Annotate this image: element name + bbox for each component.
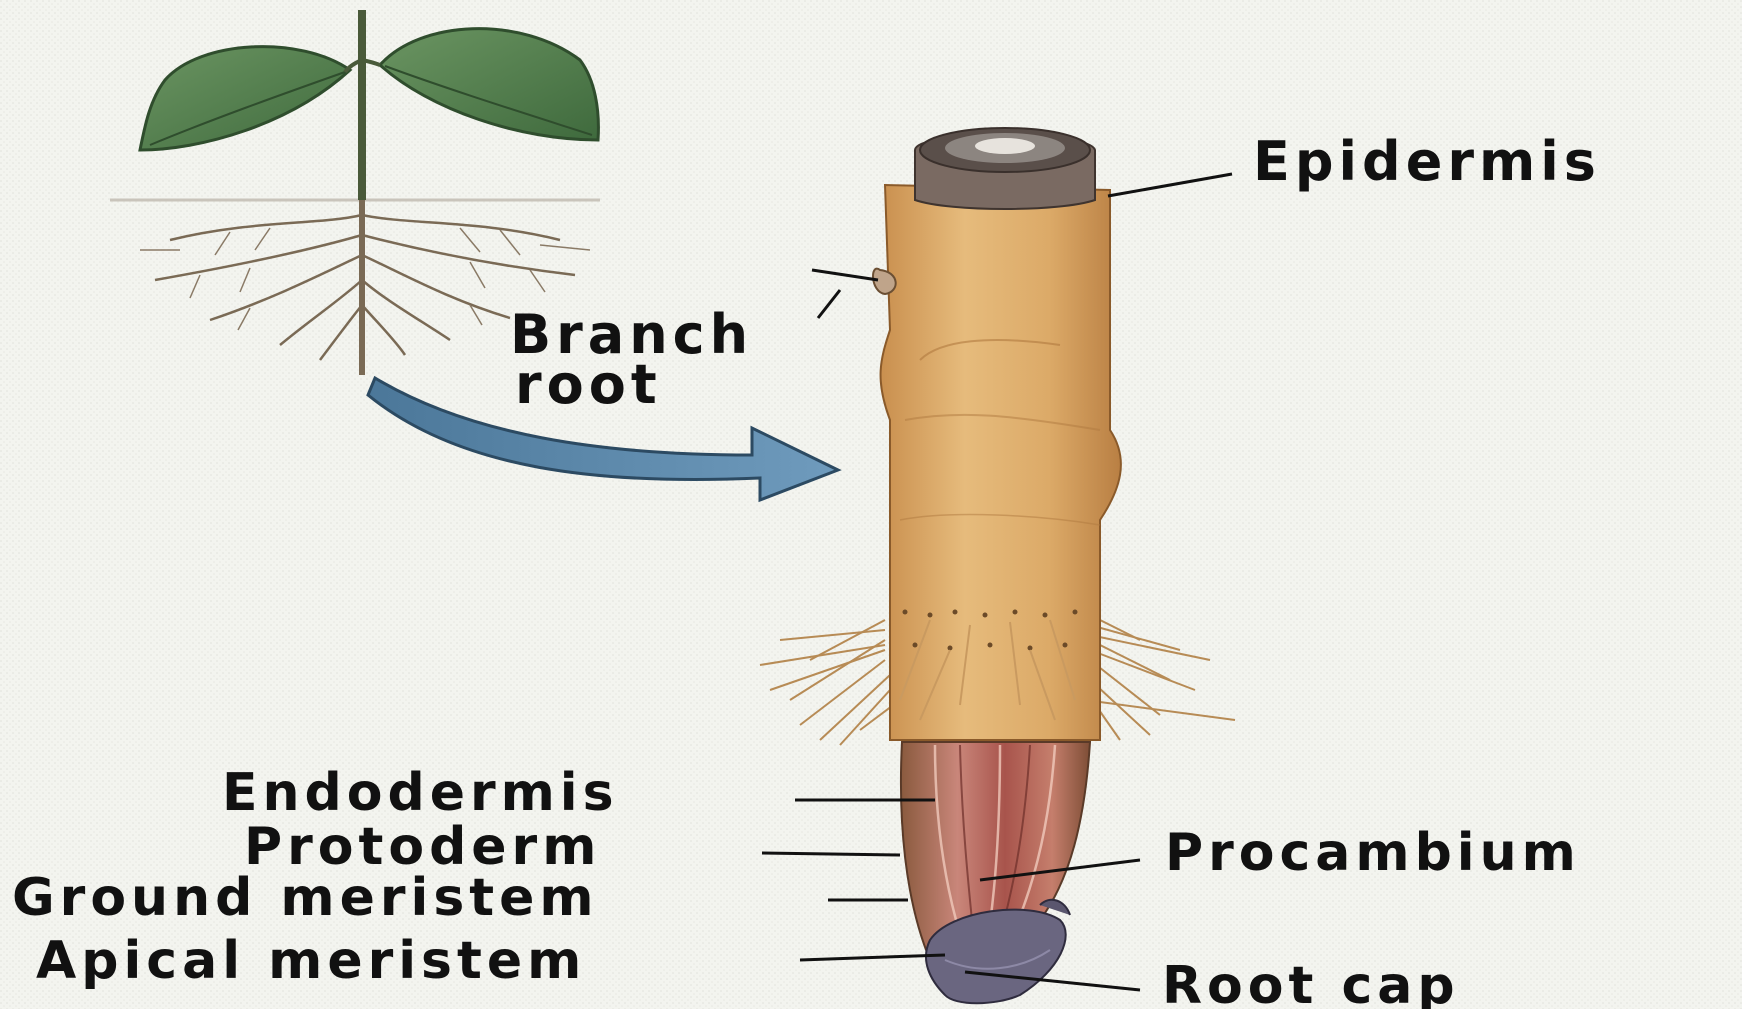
label-apical-meristem: Apical meristem [36, 931, 586, 991]
label-root-cap: Root cap [1162, 956, 1460, 1009]
protoderm-leader [762, 853, 900, 855]
label-procambium: Procambium [1165, 823, 1581, 883]
label-epidermis: Epidermis [1253, 130, 1601, 193]
label-endodermis: Endodermis [222, 763, 619, 823]
label-branch-root-line2: root [515, 353, 662, 416]
root-cross-section [873, 128, 1121, 740]
label-ground-meristem: Ground meristem [12, 868, 599, 928]
